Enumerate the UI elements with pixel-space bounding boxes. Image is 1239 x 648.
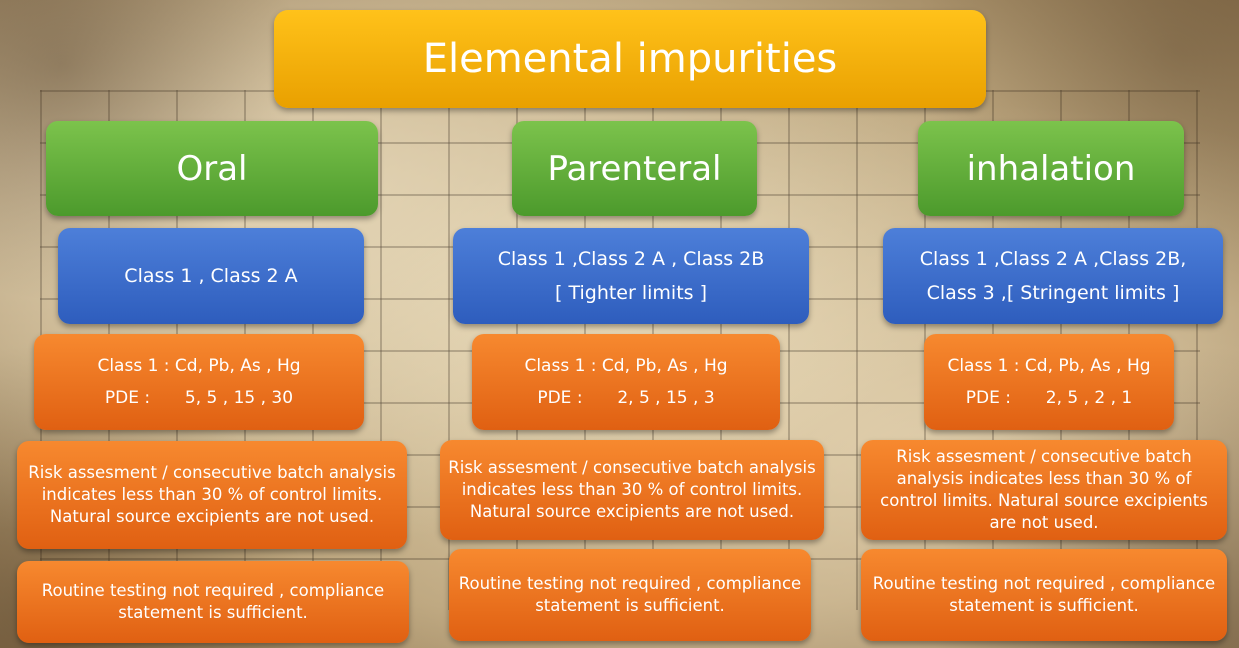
elements-list: Class 1 : Cd, Pb, As , Hg <box>947 356 1151 376</box>
risk-parenteral: Risk assesment / consecutive batch analy… <box>440 440 824 540</box>
pde-values: 2, 5 , 2 , 1 <box>1045 388 1133 408</box>
classes-parenteral: Class 1 ,Class 2 A , Class 2B [ Tighter … <box>453 228 809 324</box>
pde-oral: Class 1 : Cd, Pb, As , Hg PDE : 5, 5 , 1… <box>34 334 364 430</box>
routine-text: Routine testing not required , complianc… <box>458 574 802 615</box>
classes-line-2: [ Tighter limits ] <box>555 282 707 304</box>
routine-inhalation: Routine testing not required , complianc… <box>861 549 1227 641</box>
pde-values: 5, 5 , 15 , 30 <box>184 388 294 408</box>
pde-inhalation: Class 1 : Cd, Pb, As , Hg PDE : 2, 5 , 2… <box>924 334 1174 430</box>
pde-label: PDE : <box>965 388 1011 408</box>
pde-label: PDE : <box>537 388 583 408</box>
route-oral: Oral <box>46 121 378 216</box>
route-label: inhalation <box>966 148 1136 189</box>
routine-oral: Routine testing not required , complianc… <box>17 561 409 643</box>
routine-parenteral: Routine testing not required , complianc… <box>449 549 811 641</box>
route-label: Parenteral <box>547 148 722 189</box>
title-banner: Elemental impurities <box>274 10 986 108</box>
classes-line-1: Class 1 ,Class 2 A , Class 2B <box>497 248 765 270</box>
classes-line-2: Class 3 ,[ Stringent limits ] <box>926 282 1180 304</box>
pde-label: PDE : <box>104 388 151 408</box>
risk-text: Risk assesment / consecutive batch analy… <box>880 447 1208 532</box>
pde-values: 2, 5 , 15 , 3 <box>617 388 715 408</box>
routine-text: Routine testing not required , complianc… <box>872 574 1216 615</box>
risk-oral: Risk assesment / consecutive batch analy… <box>17 441 407 549</box>
route-label: Oral <box>176 148 248 189</box>
pde-parenteral: Class 1 : Cd, Pb, As , Hg PDE : 2, 5 , 1… <box>472 334 780 430</box>
routine-text: Routine testing not required , complianc… <box>41 581 385 622</box>
route-inhalation: inhalation <box>918 121 1184 216</box>
classes-line-1: Class 1 ,Class 2 A ,Class 2B, <box>919 248 1187 270</box>
risk-text: Risk assesment / consecutive batch analy… <box>28 463 396 526</box>
risk-inhalation: Risk assesment / consecutive batch analy… <box>861 440 1227 540</box>
classes-oral: Class 1 , Class 2 A <box>58 228 364 324</box>
elements-list: Class 1 : Cd, Pb, As , Hg <box>97 356 301 376</box>
classes-line-1: Class 1 , Class 2 A <box>124 265 298 287</box>
elements-list: Class 1 : Cd, Pb, As , Hg <box>524 356 728 376</box>
page-title: Elemental impurities <box>422 36 838 82</box>
route-parenteral: Parenteral <box>512 121 757 216</box>
risk-text: Risk assesment / consecutive batch analy… <box>448 458 816 521</box>
classes-inhalation: Class 1 ,Class 2 A ,Class 2B, Class 3 ,[… <box>883 228 1223 324</box>
